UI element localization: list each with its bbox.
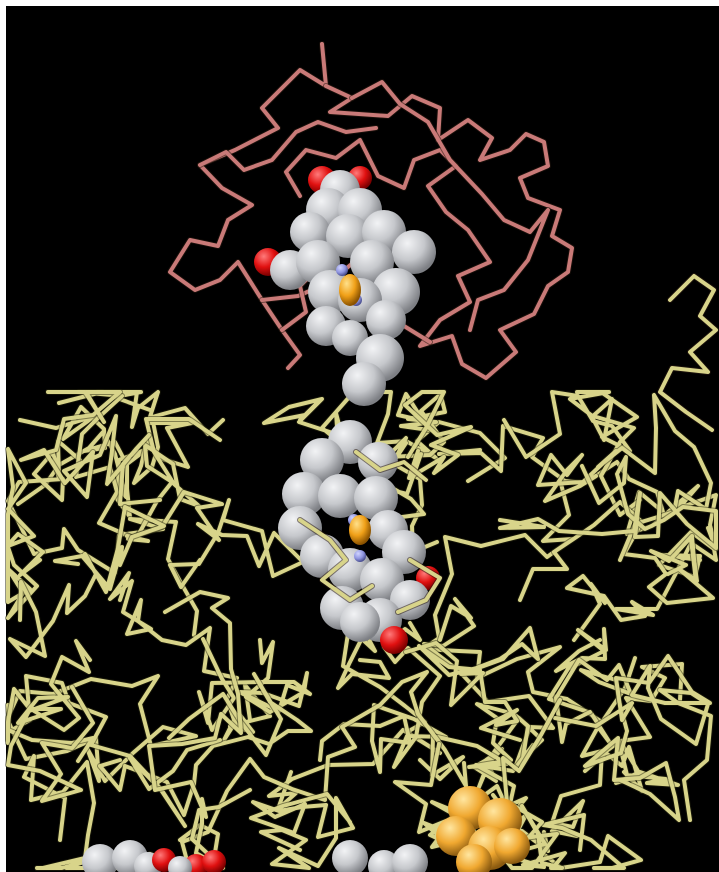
backbone-overlay-strands xyxy=(297,449,443,615)
edge-backbone-fragment xyxy=(657,273,719,433)
backbone-segment xyxy=(487,698,567,870)
backbone-segment xyxy=(125,490,305,589)
carbon-atom xyxy=(342,362,386,406)
carbon-atom xyxy=(392,230,436,274)
backbone-segment xyxy=(437,424,718,551)
carbon-atom xyxy=(318,474,362,518)
backbone-segment xyxy=(502,390,642,517)
carbon-atom xyxy=(392,844,428,872)
backbone-segment xyxy=(536,393,713,562)
bottom-left-ligand xyxy=(82,840,226,872)
backbone-segment xyxy=(418,702,535,824)
iron-atom xyxy=(339,274,361,306)
backbone-segment xyxy=(8,505,166,659)
carbon-atom xyxy=(366,300,406,340)
oxygen-atom xyxy=(202,850,226,872)
heme-upper xyxy=(254,166,436,406)
backbone-segment xyxy=(6,639,95,803)
backbone-segment xyxy=(565,530,718,642)
backbone-segment xyxy=(553,654,713,822)
backbone-segment xyxy=(498,455,718,550)
carbon-atom xyxy=(300,438,344,482)
backbone-segment xyxy=(404,626,540,742)
carbon-atom xyxy=(332,840,368,872)
iron-atom xyxy=(349,515,371,545)
bottom-center-ligand xyxy=(332,840,428,872)
backbone-segment xyxy=(518,500,715,605)
carbon-atom xyxy=(368,850,400,872)
carbon-atom xyxy=(340,602,380,642)
carbon-atom xyxy=(358,442,398,482)
nitrogen-atom xyxy=(336,264,348,276)
iron-sulfur-cluster xyxy=(436,786,530,872)
carbon-atom xyxy=(282,472,326,516)
large-protein-backbone xyxy=(5,389,719,871)
sulfur-atom xyxy=(456,844,492,872)
backbone-segment xyxy=(249,792,355,870)
backbone-segment xyxy=(6,439,199,637)
carbon-atom xyxy=(354,476,398,520)
oxygen-atom xyxy=(380,626,408,654)
carbon-atom xyxy=(168,856,192,872)
carbon-atom xyxy=(82,844,118,872)
backbone-segment xyxy=(19,390,162,506)
sulfur-atom xyxy=(494,828,530,864)
nitrogen-atom xyxy=(354,550,366,562)
